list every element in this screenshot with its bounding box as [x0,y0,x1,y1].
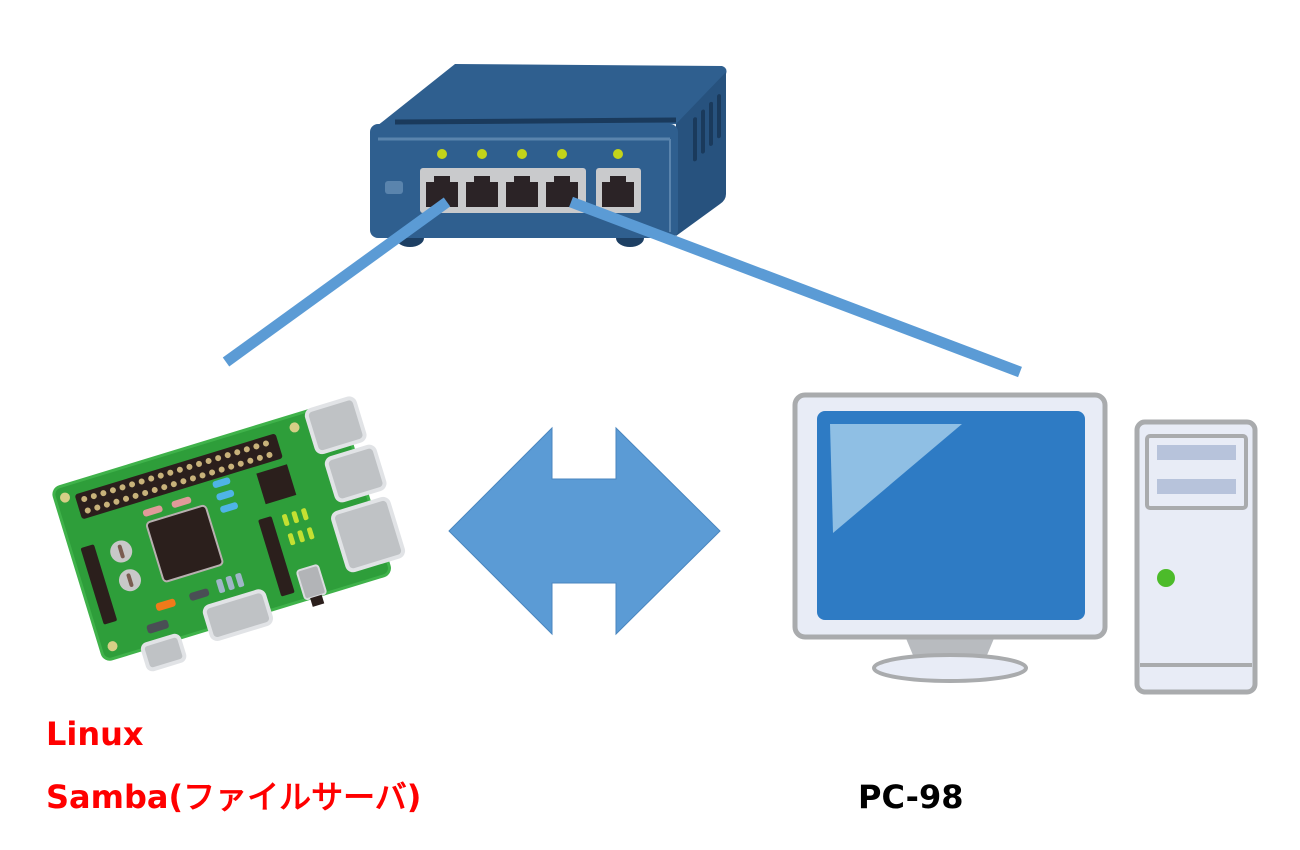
bidirectional-arrow [448,426,721,636]
display-connector [80,544,117,625]
client-label: PC-98 [858,778,964,816]
drive-slot [1157,445,1236,460]
ethernet-ports [426,176,634,207]
pc-tower [1134,419,1258,695]
screen-glare [830,424,962,533]
port-led [613,149,623,159]
ethernet-jack [331,496,406,573]
monitor-base [872,653,1028,683]
port-led [517,149,527,159]
power-led [1157,569,1175,587]
switch-indicator [385,181,403,194]
hdmi-port [202,589,274,641]
desktop-monitor [792,392,1108,683]
power-port [140,633,187,672]
switch-vents [693,94,721,162]
raspberry-pi-board [52,396,406,672]
ethernet-chip [256,464,297,505]
usb-port [324,444,387,503]
ethernet-port [426,176,458,207]
cable-client-to-switch [569,196,1022,378]
server-service-label: Samba(ファイルサーバ) [46,778,422,816]
drive-slot [1157,479,1236,494]
cpu-chip [145,504,224,583]
server-os-label: Linux [46,715,144,753]
switch-top [372,64,727,130]
port-led [437,149,447,159]
ethernet-port [602,176,634,207]
port-panel [420,168,586,213]
port-led [477,149,487,159]
cable-server-to-switch [222,197,451,367]
switch-leds [437,149,623,159]
ethernet-port [546,176,578,207]
port-led [557,149,567,159]
camera-connector [258,516,295,597]
ethernet-port [506,176,538,207]
usb-port [304,396,367,455]
ethernet-port [466,176,498,207]
switch-side [676,72,726,236]
